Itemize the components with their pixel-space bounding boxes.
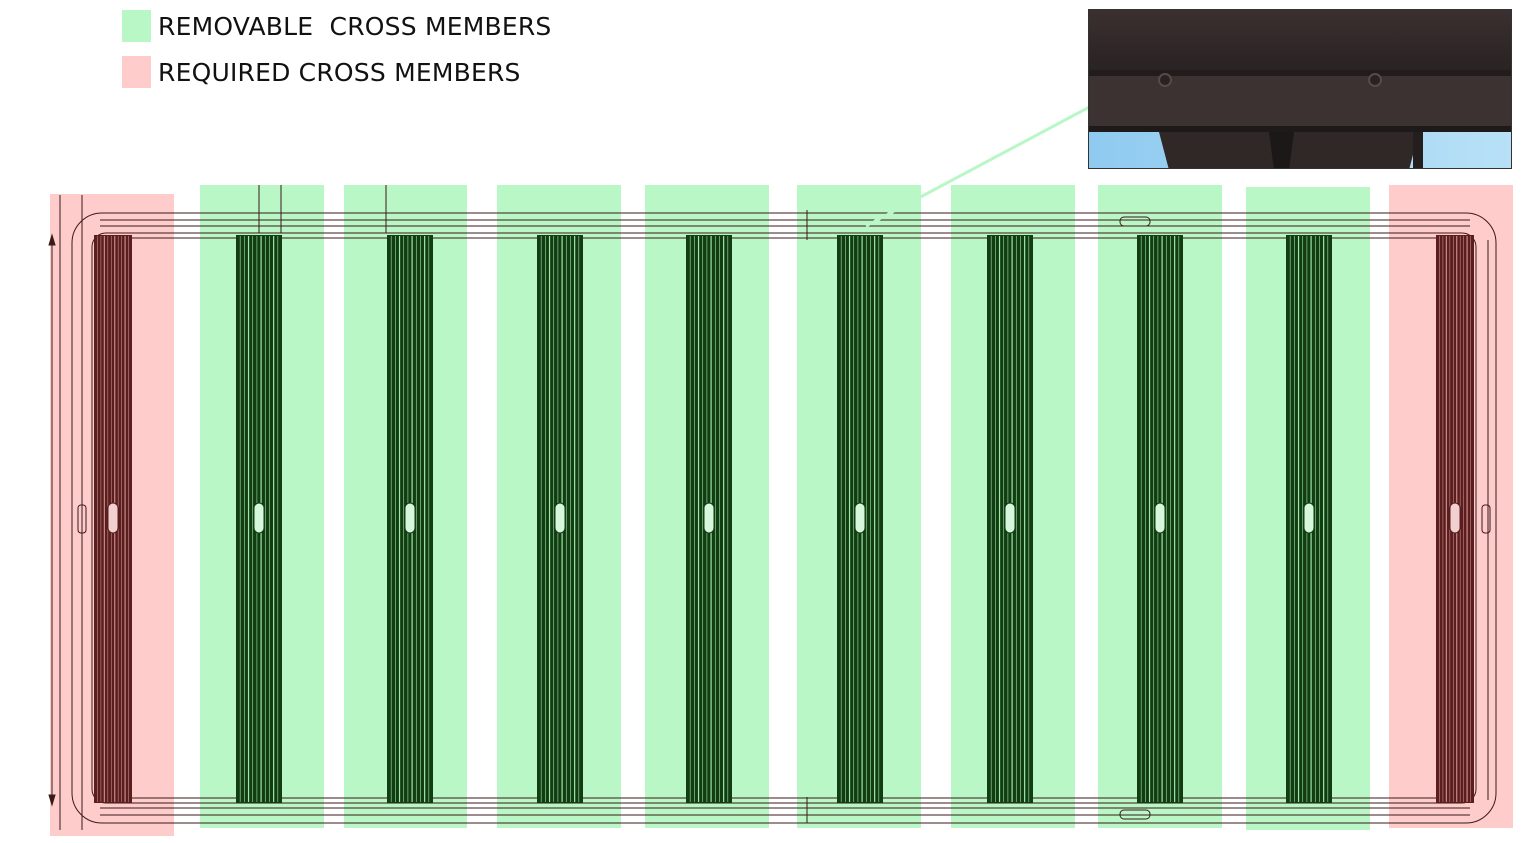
legend-required: REQUIRED CROSS MEMBERS	[122, 56, 521, 88]
cross-member-bar	[1286, 235, 1332, 803]
side-rail-slot	[1481, 504, 1491, 534]
dimension-arrows	[48, 233, 56, 807]
cross-member-bar	[537, 235, 583, 803]
side-rail-slot	[77, 504, 87, 534]
inner-frame-outline	[91, 232, 1477, 804]
removable-swatch	[122, 10, 151, 42]
rack-frame	[48, 185, 1497, 830]
cross-member-bar	[987, 235, 1033, 803]
cross-member-bars	[94, 235, 1474, 803]
cross-member-bar	[1436, 235, 1474, 803]
cross-member-bar	[837, 235, 883, 803]
callout-line	[865, 85, 1128, 228]
rear-rail-slot	[1119, 809, 1151, 820]
cross-member-bar	[236, 235, 282, 803]
cross-member-bar	[387, 235, 433, 803]
required-swatch	[122, 56, 151, 88]
removable-legend-label: REMOVABLE CROSS MEMBERS	[158, 11, 552, 41]
required-legend-label: REQUIRED CROSS MEMBERS	[158, 57, 521, 87]
cross-member-bar	[94, 235, 132, 803]
legend-removable: REMOVABLE CROSS MEMBERS	[122, 10, 551, 42]
cross-member-bar	[1137, 235, 1183, 803]
inset-photo	[1088, 9, 1512, 169]
inset-photo-image	[1089, 10, 1511, 168]
front-rail-slot	[1119, 216, 1151, 227]
cross-member-bar	[686, 235, 732, 803]
